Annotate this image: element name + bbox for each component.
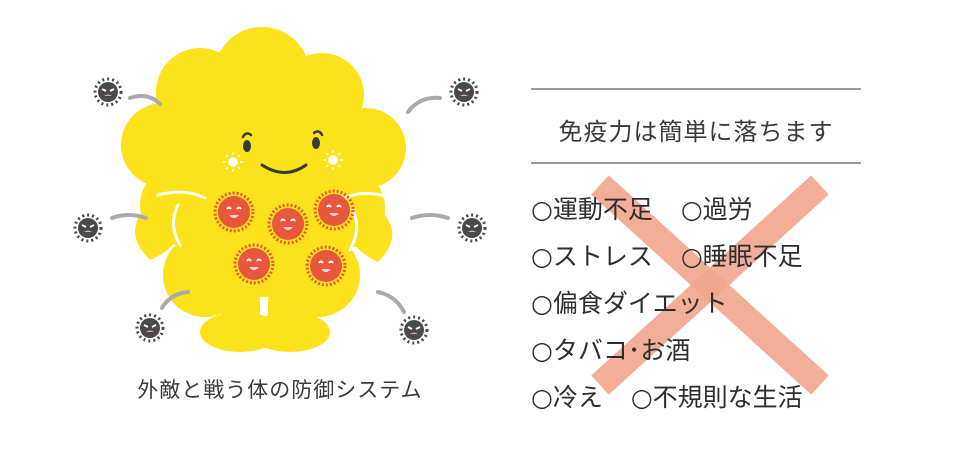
list-item: ○タバコ･お酒 (531, 327, 871, 374)
bottom-divider (531, 162, 861, 164)
factor-sleep: ○睡眠不足 (680, 242, 803, 271)
germ-icon (399, 315, 429, 345)
factor-exercise: ○運動不足 (531, 195, 653, 224)
list-item: ○運動不足 ○過労 (531, 186, 871, 233)
list-item: ○偏食ダイエット (531, 280, 871, 327)
illustration-caption: 外敵と戦う体の防御システム (137, 378, 423, 402)
germ-icon (135, 313, 165, 343)
factor-tobacco-alcohol: ○タバコ･お酒 (531, 336, 691, 365)
factor-overwork: ○過労 (680, 195, 753, 224)
immune-cells (213, 189, 355, 287)
headline: 免疫力は簡単に落ちます (558, 118, 834, 146)
mascot-face (223, 130, 343, 174)
risk-factor-list: ○運動不足 ○過労 ○ストレス ○睡眠不足 ○偏食ダイエット ○タバコ･お酒 ○冷え… (531, 186, 871, 421)
factor-stress: ○ストレス (531, 242, 653, 271)
germ-icon (93, 77, 123, 107)
germ-icon (73, 213, 103, 243)
list-item: ○冷え ○不規則な生活 (531, 374, 871, 421)
germs (73, 77, 487, 345)
list-item: ○ストレス ○睡眠不足 (531, 233, 871, 280)
immune-mascot-illustration (73, 27, 487, 352)
germ-icon (457, 213, 487, 243)
factor-diet: ○偏食ダイエット (531, 289, 728, 318)
factor-cold: ○冷え (531, 383, 603, 412)
factor-irregular-life: ○不規則な生活 (630, 383, 803, 412)
germ-icon (449, 77, 479, 107)
top-divider (531, 88, 861, 90)
